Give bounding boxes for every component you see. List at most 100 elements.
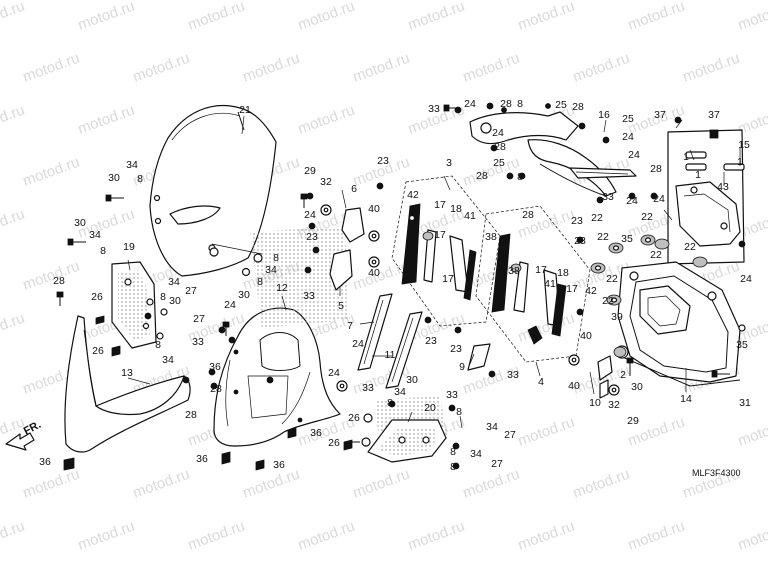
part-label: 8 <box>450 446 456 458</box>
part-label: 6 <box>351 183 357 195</box>
part-label: 11 <box>385 349 396 361</box>
part-label: 40 <box>580 330 592 342</box>
part-label: 34 <box>394 386 406 398</box>
part-label: 36 <box>39 456 51 468</box>
part-label: 24 <box>622 131 634 143</box>
part-label: 8 <box>517 98 523 110</box>
part-label: 22 <box>597 231 609 243</box>
part-label: 25 <box>555 99 567 111</box>
part-label: 32 <box>320 176 332 188</box>
part-label: 28 <box>572 101 584 113</box>
part-label: 29 <box>627 415 639 427</box>
part-label: 26 <box>92 345 104 357</box>
part-label: 33 <box>446 389 458 401</box>
meter-bracket-part <box>469 103 637 197</box>
part-label: 36 <box>310 427 322 439</box>
part-label: 19 <box>123 241 135 253</box>
part-label: 22 <box>602 295 614 307</box>
part-label: 27 <box>491 458 503 470</box>
part-label: 28 <box>494 141 506 153</box>
mount-bracket-part <box>667 116 745 265</box>
part-label: 31 <box>739 397 751 409</box>
part-label: 27 <box>185 285 197 297</box>
part-label: 33 <box>303 290 315 302</box>
part-label: 8 <box>273 252 279 264</box>
part-label: 15 <box>738 139 750 151</box>
part-label: 40 <box>368 267 380 279</box>
part-label: 43 <box>717 181 729 193</box>
frame-stay-part <box>615 261 746 387</box>
part-label: 24 <box>304 209 316 221</box>
part-label: 24 <box>492 127 504 139</box>
part-label: 24 <box>740 273 752 285</box>
front-direction-label: FR. <box>22 419 43 438</box>
part-label: 33 <box>602 191 614 203</box>
hardware-bolt <box>56 104 730 443</box>
part-label: 23 <box>574 235 586 247</box>
part-label: 12 <box>276 282 288 294</box>
part-label: 30 <box>631 381 643 393</box>
part-label: 16 <box>598 109 610 121</box>
part-label: 8 <box>257 276 263 288</box>
part-label: 35 <box>736 339 748 351</box>
part-label: 23 <box>377 155 389 167</box>
part-label: 5 <box>338 300 344 312</box>
part-label: 23 <box>425 335 437 347</box>
bracket-part <box>111 261 157 349</box>
part-label: 29 <box>304 165 316 177</box>
side-panel-assembly <box>391 175 501 327</box>
part-label: 42 <box>407 189 419 201</box>
hardware-grommet <box>422 231 708 358</box>
part-label: 37 <box>708 109 720 121</box>
part-label: 30 <box>169 295 181 307</box>
part-label: 28 <box>185 409 197 421</box>
part-label: 7 <box>347 320 353 332</box>
part-label: 23 <box>571 215 583 227</box>
part-label: 41 <box>544 278 556 290</box>
part-label: 32 <box>608 399 620 411</box>
part-label: 8 <box>517 171 523 183</box>
part-label: 8 <box>100 245 106 257</box>
part-label: 24 <box>352 338 364 350</box>
part-label: 28 <box>53 275 65 287</box>
part-label: 18 <box>557 267 569 279</box>
part-label: 3 <box>446 157 452 169</box>
part-label: 9 <box>459 361 465 373</box>
part-label: 20 <box>424 402 436 414</box>
part-label: 22 <box>641 211 653 223</box>
front-cowl-part <box>64 315 191 453</box>
part-label: 30 <box>238 289 250 301</box>
part-label: 22 <box>650 249 662 261</box>
part-label: 26 <box>328 437 340 449</box>
part-label: 8 <box>160 291 166 303</box>
part-label: 28 <box>210 383 222 395</box>
part-number-labels: 21 34 30 8 30 34 8 19 28 26 8 34 27 30 2… <box>39 98 752 473</box>
part-label: 17 <box>434 199 446 211</box>
hardware-washer <box>209 204 620 396</box>
part-label: 34 <box>486 421 498 433</box>
part-label: 30 <box>108 172 120 184</box>
part-label: 21 <box>239 104 251 116</box>
part-label: 25 <box>493 157 505 169</box>
part-label: 8 <box>456 406 462 418</box>
part-label: 26 <box>91 291 103 303</box>
part-label: 40 <box>368 203 380 215</box>
part-label: 8 <box>450 461 456 473</box>
part-label: 18 <box>450 203 462 215</box>
front-direction-arrow <box>5 432 35 451</box>
part-label: 17 <box>566 283 578 295</box>
leader-lines <box>127 115 741 429</box>
part-label: 22 <box>684 241 696 253</box>
part-label: 33 <box>428 103 440 115</box>
part-label: 33 <box>507 369 519 381</box>
part-label: 27 <box>193 313 205 325</box>
side-strip-part <box>357 293 423 389</box>
part-label: 26 <box>348 412 360 424</box>
small-cover-part <box>329 207 365 291</box>
part-label: 38 <box>485 231 497 243</box>
small-bracket-part <box>467 343 613 399</box>
part-label: 17 <box>434 229 446 241</box>
part-label: 23 <box>450 343 462 355</box>
part-label: 24 <box>328 367 340 379</box>
